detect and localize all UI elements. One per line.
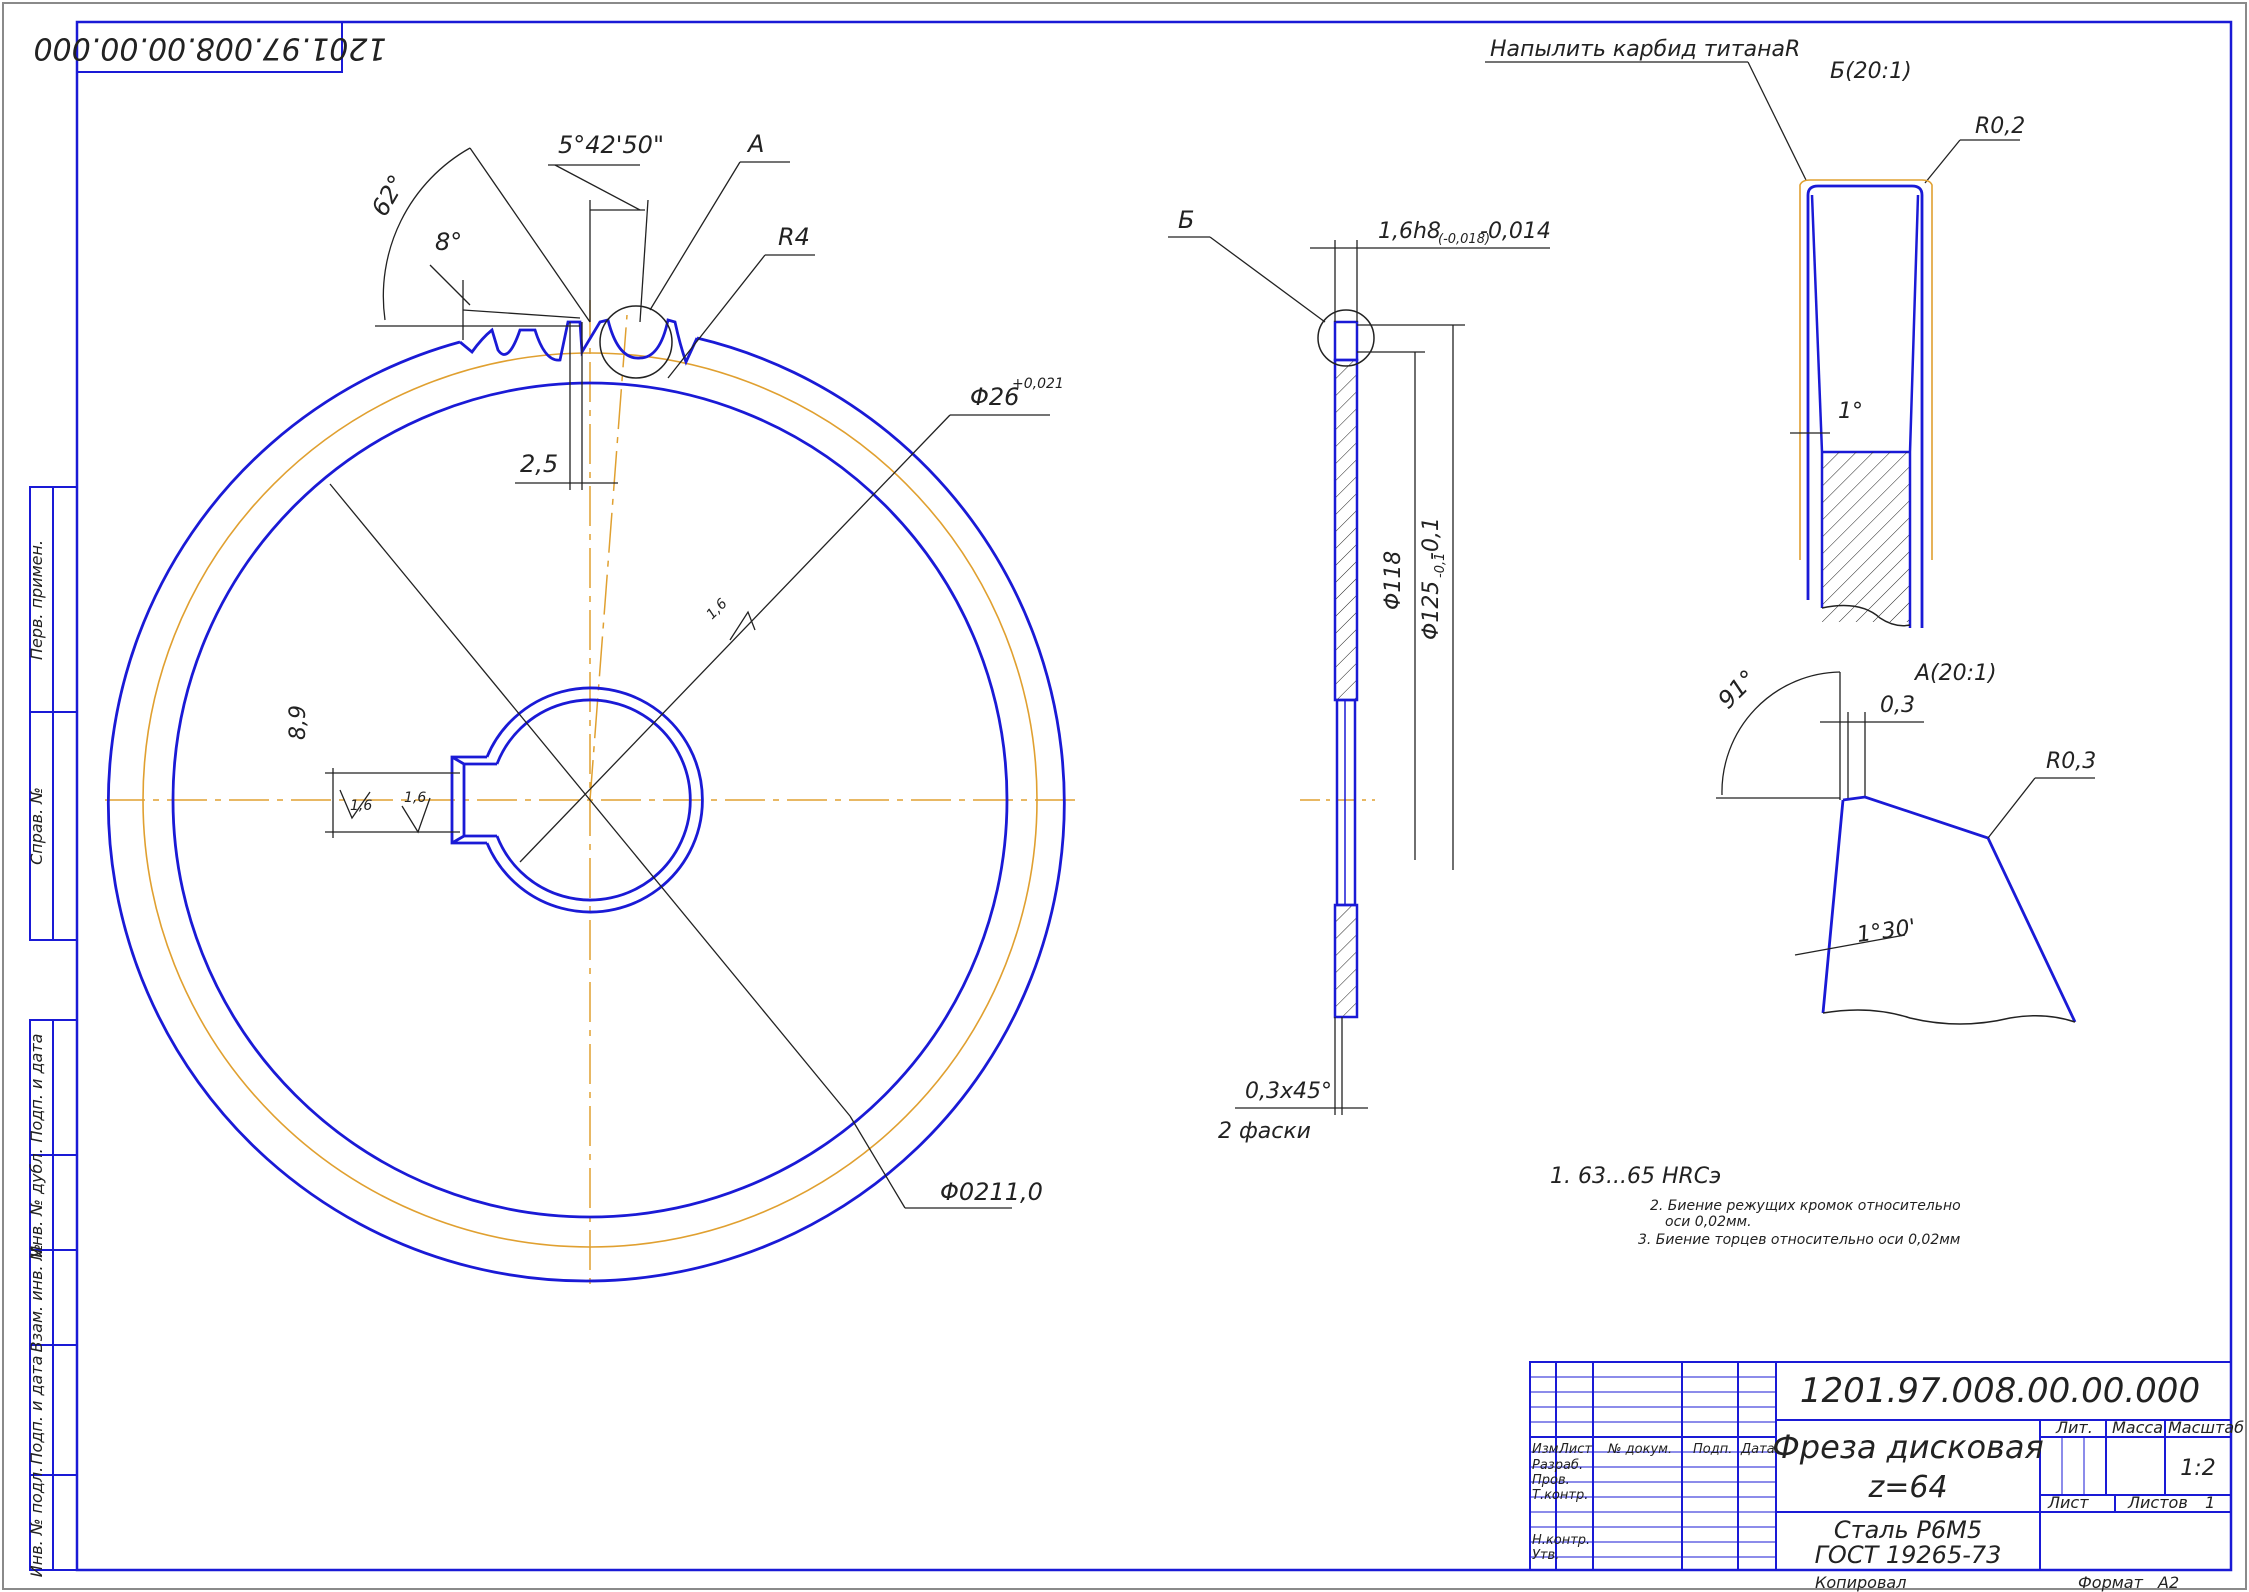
side-tip <box>1333 320 1359 362</box>
detail-a: A(20:1) 91° 0,3 R0,3 1°30' <box>1712 661 2096 1025</box>
detail-a-profile <box>1842 795 2077 1023</box>
corner-code: 1201.97.008.00.00.000 <box>33 21 387 73</box>
rough-1-6-main: 1,6 <box>704 596 731 623</box>
dim-thickness-tol: (-0,018) <box>1438 232 1490 247</box>
sheet-label: Лист <box>2047 1493 2089 1512</box>
title-name-line1: Фреза дисковая <box>1772 1428 2043 1466</box>
radius-r4: R4 <box>778 223 810 251</box>
side-label-4: Взам. инв. № <box>27 1244 46 1353</box>
side-hub <box>1335 698 1357 907</box>
disc-inner-circle <box>171 381 1009 1219</box>
dim-phi125-tol: -0,1 <box>1433 553 1448 578</box>
note-1: 1. 63...65 HRCэ <box>1550 1164 1721 1189</box>
inner-frame <box>75 20 2233 1572</box>
angle-5-42-50: 5°42'50" <box>558 131 664 159</box>
pitch-circle <box>142 352 1038 1248</box>
dim-thickness: 1,6h8 <box>1378 219 1441 244</box>
col-date: Дата <box>1740 1442 1775 1457</box>
row-tkontr: Т.контр. <box>1532 1488 1588 1503</box>
side-section-upper <box>1333 358 1359 702</box>
dim-phi125: Φ125 <box>1419 581 1444 640</box>
masshtab-label: Масштаб <box>2168 1418 2244 1437</box>
main-view: A R4 5°42'50" 62° 8° 2,5 Φ26 +0,021 1,6 <box>105 130 1075 1290</box>
sheets-label: Листов <box>2127 1493 2188 1512</box>
dim-phi211: Φ0211,0 <box>940 1178 1043 1206</box>
detail-a-callout-circle <box>599 305 673 379</box>
row-nkontr: Н.контр. <box>1532 1533 1590 1548</box>
hub-bore-outer <box>485 686 704 914</box>
keyway <box>450 755 497 845</box>
tooth-profile <box>459 318 699 366</box>
format-value: A2 <box>2157 1573 2179 1592</box>
chamfer-size: 0,3x45° <box>1245 1079 1332 1104</box>
hub-bore-inner <box>495 698 692 902</box>
copied-label: Копировал <box>1815 1573 1906 1592</box>
row-prov: Пров. <box>1532 1473 1570 1488</box>
col-izm: Изм. <box>1532 1442 1563 1457</box>
title-name-line2: z=64 <box>1867 1470 1947 1505</box>
side-label-1: Справ. № <box>27 787 46 865</box>
lit-label: Лит. <box>2055 1418 2093 1437</box>
side-view: Б 1,6h8 (-0,018) -0,014 Φ118 Φ125 -0,1 -… <box>1168 206 1551 1144</box>
note-2: 2. Биение режущих кромок относительно <box>1650 1198 1961 1214</box>
side-section-lower <box>1333 903 1359 1019</box>
detail-b-angle: 1° <box>1838 399 1863 424</box>
dim-thickness-tol2: -0,014 <box>1480 219 1551 244</box>
axis-tooth <box>589 314 628 801</box>
row-razrab: Разраб. <box>1532 1458 1583 1473</box>
detail-a-dim-03: 0,3 <box>1880 693 1915 718</box>
detail-a-angle-91: 91° <box>1712 664 1762 714</box>
chamfer-count: 2 фаски <box>1218 1119 1311 1144</box>
dim-phi26-tol: +0,021 <box>1012 376 1064 392</box>
col-list: Лист <box>1558 1442 1592 1457</box>
coating-note: Напылить карбид титанаR <box>1490 37 1800 62</box>
title-material-line2: ГОСТ 19265-73 <box>1815 1541 2002 1569</box>
side-label-6: Инв. № подл. <box>27 1467 46 1577</box>
format-label: Формат <box>2078 1573 2144 1592</box>
technical-notes: 1. 63...65 HRCэ 2. Биение режущих кромок… <box>1550 1164 1961 1248</box>
side-strip <box>29 486 78 1571</box>
side-strip-labels: Перв. примен. Справ. № Подп. и дата Инв.… <box>27 540 46 1577</box>
detail-b-outline <box>1806 184 1924 628</box>
rough-1-6-c: 1,6 <box>404 790 426 806</box>
detail-b-title: Б(20:1) <box>1830 59 1912 84</box>
detail-b-callout-circle <box>1317 309 1375 367</box>
note-3: 3. Биение торцев относительно оси 0,02мм <box>1638 1232 1961 1248</box>
title-material-line1: Сталь Р6М5 <box>1834 1516 1982 1544</box>
title-block-text: 1201.97.008.00.00.000 Фреза дисковая z=6… <box>1532 1371 2244 1592</box>
detail-b: Напылить карбид титанаR Б(20:1) R0,2 1° <box>1485 37 2025 628</box>
dim-8-9: 8,9 <box>286 705 311 740</box>
title-doc-number: 1201.97.008.00.00.000 <box>1800 1371 2200 1411</box>
massa-label: Масса <box>2112 1418 2163 1437</box>
label-b: Б <box>1178 206 1194 234</box>
dim-phi118: Φ118 <box>1381 551 1406 610</box>
col-doc: № докум. <box>1607 1442 1672 1457</box>
scale-value: 1:2 <box>2180 1456 2215 1481</box>
note-2b: оси 0,02мм. <box>1665 1214 1752 1230</box>
angle-8: 8° <box>435 228 462 256</box>
row-utv: Утв. <box>1532 1548 1559 1563</box>
disc-outer-contour <box>106 336 1066 1283</box>
detail-a-title: A(20:1) <box>1913 661 1997 686</box>
dim-2-5: 2,5 <box>520 450 558 478</box>
sheets-count: 1 <box>2205 1493 2215 1512</box>
dim-phi26: Φ26 <box>970 383 1019 411</box>
dim-phi125-tol2: -0,1 <box>1419 517 1444 560</box>
corner-code-text: 1201.97.008.00.00.000 <box>33 31 386 66</box>
side-label-5: Подп. и дата <box>27 1356 46 1465</box>
label-a: A <box>746 130 764 158</box>
title-block <box>1529 1361 2232 1571</box>
side-label-2: Подп. и дата <box>27 1034 46 1143</box>
detail-b-radius: R0,2 <box>1975 114 2025 139</box>
rough-1-6-b: 1,6 <box>350 798 372 814</box>
side-label-3: Инв. № дубл. <box>27 1148 46 1257</box>
detail-a-radius: R0,3 <box>2046 749 2096 774</box>
side-label-0: Перв. примен. <box>27 540 46 660</box>
col-sign: Подп. <box>1693 1442 1732 1457</box>
detail-a-angle-130: 1°30' <box>1855 915 1917 948</box>
